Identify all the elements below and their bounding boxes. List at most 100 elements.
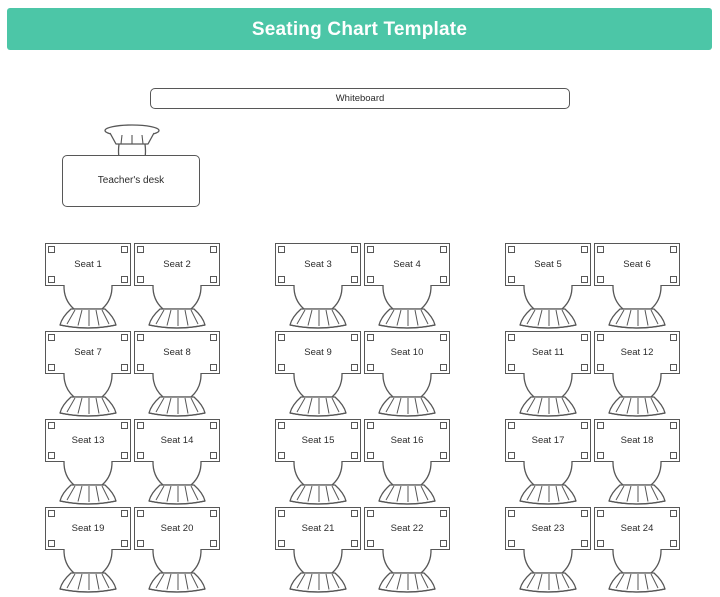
seat-desk-shape[interactable]: Seat 10 bbox=[364, 331, 450, 374]
seat-unit[interactable]: Seat 21 bbox=[275, 507, 363, 595]
seat-unit[interactable]: Seat 20 bbox=[134, 507, 222, 595]
seat-unit[interactable]: Seat 1 bbox=[45, 243, 133, 331]
seat-unit[interactable]: Seat 4 bbox=[364, 243, 452, 331]
desk-corner-icon bbox=[121, 422, 128, 429]
seat-desk-shape[interactable]: Seat 6 bbox=[594, 243, 680, 286]
seat-unit[interactable]: Seat 8 bbox=[134, 331, 222, 419]
desk-corner-icon bbox=[581, 364, 588, 371]
desk-corner-icon bbox=[440, 276, 447, 283]
seat-unit[interactable]: Seat 14 bbox=[134, 419, 222, 507]
seat-unit[interactable]: Seat 11 bbox=[505, 331, 593, 419]
seat-desk-shape[interactable]: Seat 24 bbox=[594, 507, 680, 550]
seat-unit[interactable]: Seat 2 bbox=[134, 243, 222, 331]
seat-desk-shape[interactable]: Seat 7 bbox=[45, 331, 131, 374]
seat-desk-shape[interactable]: Seat 15 bbox=[275, 419, 361, 462]
seat-desk-shape[interactable]: Seat 18 bbox=[594, 419, 680, 462]
seat-unit[interactable]: Seat 6 bbox=[594, 243, 682, 331]
desk-corner-icon bbox=[48, 246, 55, 253]
seat-label: Seat 2 bbox=[163, 258, 191, 270]
seat-desk-shape[interactable]: Seat 17 bbox=[505, 419, 591, 462]
seat-unit[interactable]: Seat 15 bbox=[275, 419, 363, 507]
seat-desk-shape[interactable]: Seat 14 bbox=[134, 419, 220, 462]
chair-icon bbox=[518, 284, 578, 329]
desk-corner-icon bbox=[121, 510, 128, 517]
chair-icon bbox=[58, 548, 118, 593]
seat-desk-shape[interactable]: Seat 1 bbox=[45, 243, 131, 286]
whiteboard-shape[interactable]: Whiteboard bbox=[150, 88, 570, 109]
seat-desk-shape[interactable]: Seat 16 bbox=[364, 419, 450, 462]
seat-label: Seat 7 bbox=[74, 346, 102, 358]
seat-desk-shape[interactable]: Seat 21 bbox=[275, 507, 361, 550]
desk-corner-icon bbox=[351, 510, 358, 517]
seat-label: Seat 11 bbox=[531, 346, 565, 358]
desk-corner-icon bbox=[351, 276, 358, 283]
seat-label: Seat 1 bbox=[74, 258, 102, 270]
desk-corner-icon bbox=[351, 364, 358, 371]
desk-corner-icon bbox=[367, 452, 374, 459]
seat-unit[interactable]: Seat 23 bbox=[505, 507, 593, 595]
desk-corner-icon bbox=[581, 246, 588, 253]
seat-unit[interactable]: Seat 19 bbox=[45, 507, 133, 595]
desk-corner-icon bbox=[278, 334, 285, 341]
seat-desk-shape[interactable]: Seat 12 bbox=[594, 331, 680, 374]
seat-unit[interactable]: Seat 24 bbox=[594, 507, 682, 595]
desk-corner-icon bbox=[670, 422, 677, 429]
seat-unit[interactable]: Seat 13 bbox=[45, 419, 133, 507]
seat-label: Seat 14 bbox=[160, 434, 194, 446]
desk-corner-icon bbox=[508, 422, 515, 429]
seat-desk-shape[interactable]: Seat 5 bbox=[505, 243, 591, 286]
desk-corner-icon bbox=[440, 452, 447, 459]
seat-desk-shape[interactable]: Seat 8 bbox=[134, 331, 220, 374]
desk-corner-icon bbox=[597, 452, 604, 459]
seat-desk-shape[interactable]: Seat 11 bbox=[505, 331, 591, 374]
chair-icon bbox=[288, 284, 348, 329]
seat-unit[interactable]: Seat 3 bbox=[275, 243, 363, 331]
desk-corner-icon bbox=[597, 364, 604, 371]
desk-corner-icon bbox=[367, 276, 374, 283]
seat-desk-shape[interactable]: Seat 4 bbox=[364, 243, 450, 286]
seat-desk-shape[interactable]: Seat 13 bbox=[45, 419, 131, 462]
seat-unit[interactable]: Seat 9 bbox=[275, 331, 363, 419]
desk-corner-icon bbox=[351, 422, 358, 429]
seat-desk-shape[interactable]: Seat 20 bbox=[134, 507, 220, 550]
seat-desk-shape[interactable]: Seat 22 bbox=[364, 507, 450, 550]
desk-corner-icon bbox=[48, 422, 55, 429]
seat-unit[interactable]: Seat 7 bbox=[45, 331, 133, 419]
desk-corner-icon bbox=[121, 452, 128, 459]
desk-corner-icon bbox=[137, 364, 144, 371]
teacher-desk-group[interactable]: Teacher's desk bbox=[62, 124, 202, 210]
seat-unit[interactable]: Seat 5 bbox=[505, 243, 593, 331]
seat-unit[interactable]: Seat 10 bbox=[364, 331, 452, 419]
desk-corner-icon bbox=[48, 452, 55, 459]
seat-label: Seat 19 bbox=[71, 522, 105, 534]
teacher-desk-shape[interactable]: Teacher's desk bbox=[62, 155, 200, 207]
seat-unit[interactable]: Seat 12 bbox=[594, 331, 682, 419]
seat-label: Seat 6 bbox=[623, 258, 651, 270]
seat-unit[interactable]: Seat 22 bbox=[364, 507, 452, 595]
desk-corner-icon bbox=[351, 334, 358, 341]
seat-label: Seat 17 bbox=[531, 434, 565, 446]
chair-icon bbox=[58, 460, 118, 505]
seat-desk-shape[interactable]: Seat 2 bbox=[134, 243, 220, 286]
seat-desk-shape[interactable]: Seat 23 bbox=[505, 507, 591, 550]
chair-icon bbox=[607, 460, 667, 505]
seat-desk-shape[interactable]: Seat 3 bbox=[275, 243, 361, 286]
desk-corner-icon bbox=[508, 276, 515, 283]
desk-corner-icon bbox=[508, 334, 515, 341]
desk-corner-icon bbox=[278, 510, 285, 517]
seat-unit[interactable]: Seat 17 bbox=[505, 419, 593, 507]
chair-icon bbox=[607, 372, 667, 417]
chair-icon bbox=[607, 548, 667, 593]
seat-unit[interactable]: Seat 16 bbox=[364, 419, 452, 507]
desk-corner-icon bbox=[367, 540, 374, 547]
desk-corner-icon bbox=[440, 422, 447, 429]
seat-desk-shape[interactable]: Seat 9 bbox=[275, 331, 361, 374]
desk-corner-icon bbox=[581, 422, 588, 429]
chair-icon bbox=[518, 460, 578, 505]
seat-desk-shape[interactable]: Seat 19 bbox=[45, 507, 131, 550]
desk-corner-icon bbox=[597, 510, 604, 517]
seat-unit[interactable]: Seat 18 bbox=[594, 419, 682, 507]
desk-corner-icon bbox=[210, 246, 217, 253]
chair-icon bbox=[147, 284, 207, 329]
